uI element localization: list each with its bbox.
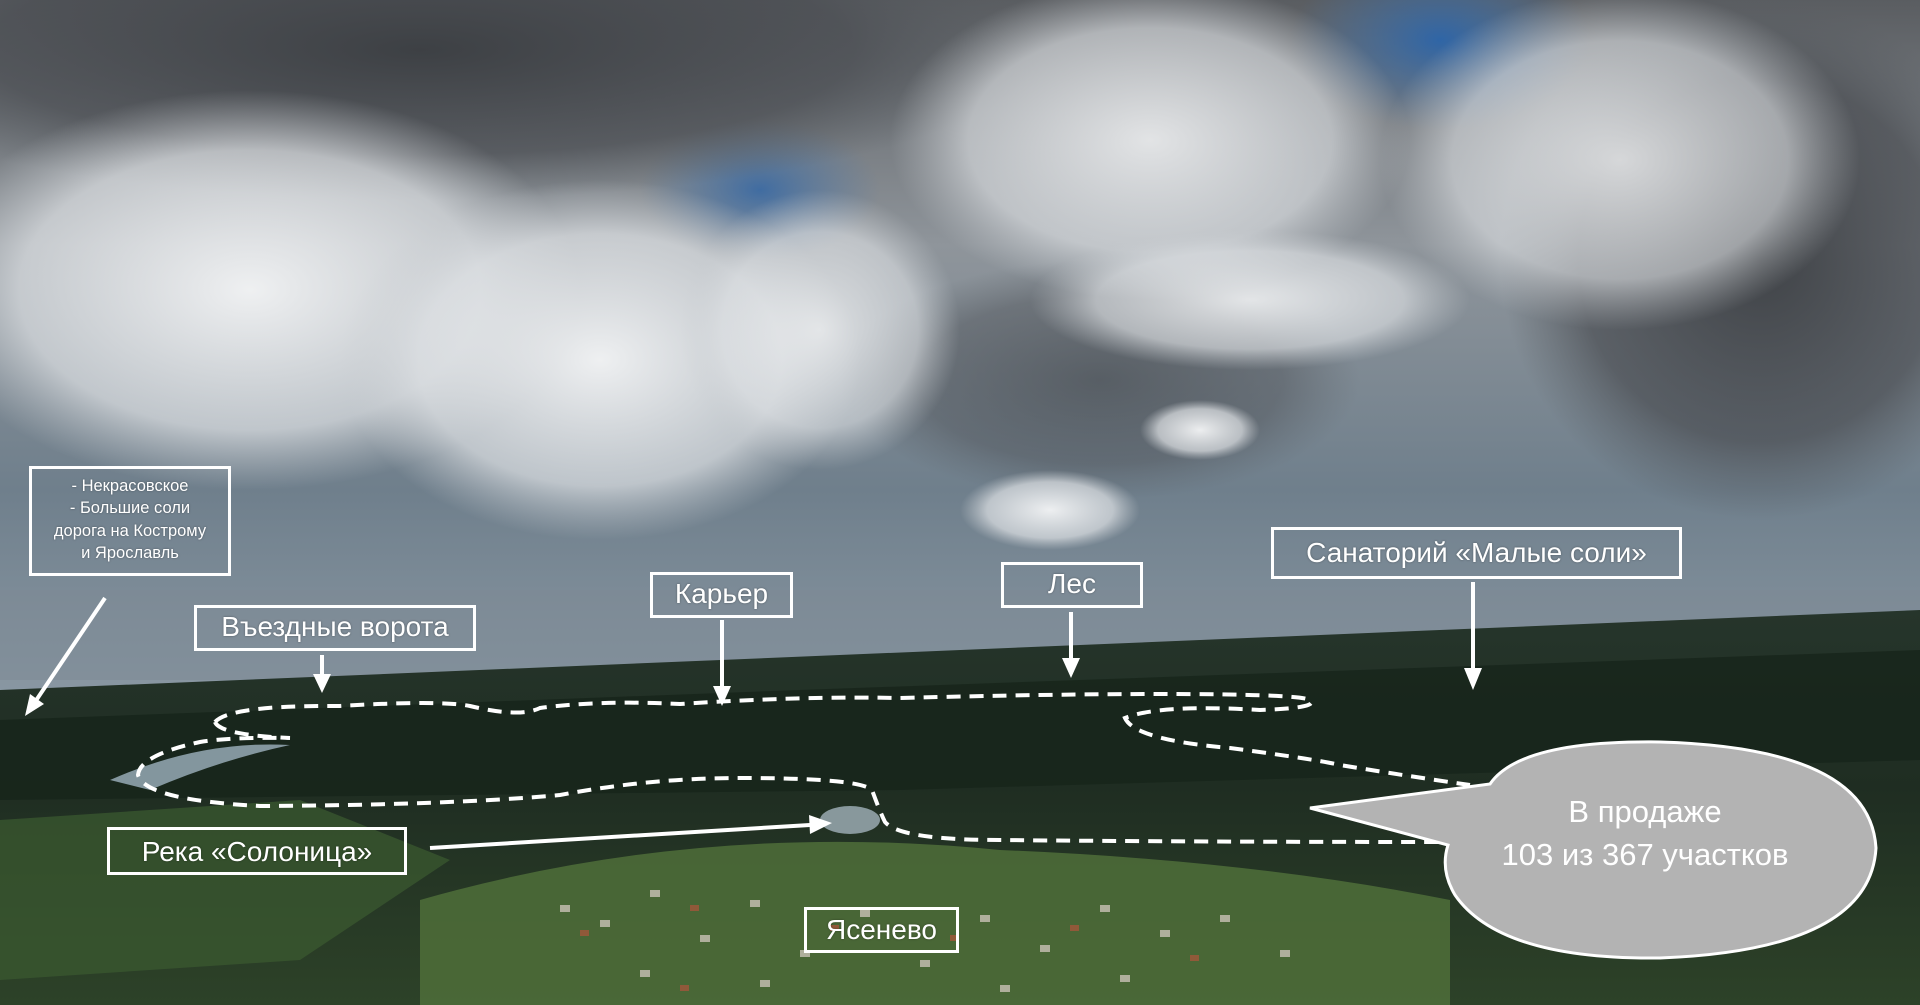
directions-label: - Некрасовское - Большие соли дорога на … <box>29 466 231 576</box>
cloud <box>1140 400 1260 460</box>
village-area <box>420 841 1450 1005</box>
sale-bubble-shape <box>1309 740 1878 960</box>
plot-boundary <box>135 691 1471 844</box>
forest-band <box>0 650 1920 800</box>
cloud <box>1380 0 1860 330</box>
directions-line-2: - Большие соли <box>69 499 191 518</box>
village-houses <box>560 890 1290 992</box>
cloud <box>680 190 960 470</box>
directions-line-1: - Некрасовское <box>71 477 189 495</box>
quarry-label: Карьер <box>650 572 793 618</box>
pointer-arrows <box>25 582 1482 850</box>
river <box>110 744 290 790</box>
sanatorium-label: Санаторий «Малые соли» <box>1271 527 1682 579</box>
sale-line-1: В продаже <box>1568 794 1722 829</box>
village-label: Ясенево <box>804 907 959 953</box>
cloud <box>960 470 1140 550</box>
forest-label: Лес <box>1001 562 1143 608</box>
river-pond <box>820 806 880 834</box>
cloud <box>890 0 1410 300</box>
sale-line-2: 103 из 367 участков <box>1501 837 1789 873</box>
entrance-gate-label: Въездные ворота <box>194 605 476 651</box>
village-roofs <box>580 905 1199 991</box>
river-label: Река «Солоница» <box>107 827 407 875</box>
sale-bubble-text: В продаже 103 из 367 участков <box>1450 790 1840 877</box>
cloud <box>1030 230 1470 370</box>
field <box>0 800 450 980</box>
directions-line-4: и Ярославль <box>81 543 179 562</box>
directions-line-3: дорога на Кострому <box>53 521 207 540</box>
